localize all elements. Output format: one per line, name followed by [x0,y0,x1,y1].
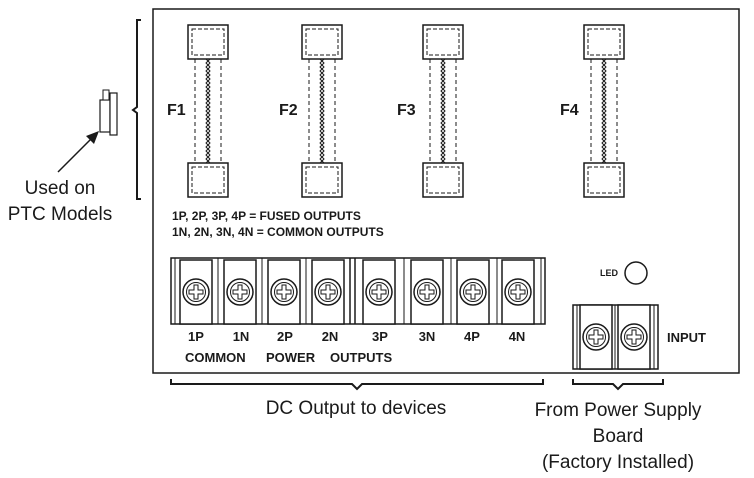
terminal-label-3n: 3N [419,329,436,344]
fuse-label-f2: F2 [279,102,298,119]
output-brace [170,379,544,391]
led-indicator [624,261,648,285]
terminal-label-1n: 1N [233,329,250,344]
legend-common: 1N, 2N, 3N, 4N = COMMON OUTPUTS [172,225,384,239]
from-supply-line1: From Power Supply [535,400,702,421]
pointer-arrow [57,131,99,173]
from-supply-line3: (Factory Installed) [542,452,694,473]
fuse-label-f3: F3 [397,102,416,119]
caption-common: COMMON [185,350,246,365]
terminal-screw-4n[interactable] [501,259,535,325]
dc-output-label: DC Output to devices [266,398,447,419]
terminal-screw-1n[interactable] [223,259,257,325]
terminal-label-4p: 4P [464,329,480,344]
left-bracket [131,19,141,200]
legend-fused: 1P, 2P, 3P, 4P = FUSED OUTPUTS [172,209,361,223]
led-label: LED [600,268,619,278]
terminal-screw-2p[interactable] [267,259,301,325]
terminal-label-2n: 2N [322,329,339,344]
side-label-line2: PTC Models [8,204,113,225]
terminal-label-2p: 2P [277,329,293,344]
caption-power: POWER [266,350,316,365]
fuse-label-f1: F1 [167,102,186,119]
terminal-label-3p: 3P [372,329,388,344]
terminal-label-1p: 1P [188,329,204,344]
terminal-screw-3p[interactable] [362,259,396,325]
terminal-screw-4p[interactable] [456,259,490,325]
caption-outputs: OUTPUTS [330,350,392,365]
terminal-screw-1p[interactable] [179,259,213,325]
input-label: INPUT [667,330,706,345]
input-screw-2[interactable] [617,304,651,370]
from-supply-line2: Board [593,426,644,447]
side-label-line1: Used on [25,178,96,199]
input-brace [572,379,664,391]
terminal-label-4n: 4N [509,329,526,344]
terminal-screw-2n[interactable] [311,259,345,325]
terminal-screw-3n[interactable] [410,259,444,325]
fuse-label-f4: F4 [560,102,579,119]
ptc-component [99,89,118,136]
input-screw-1[interactable] [579,304,613,370]
